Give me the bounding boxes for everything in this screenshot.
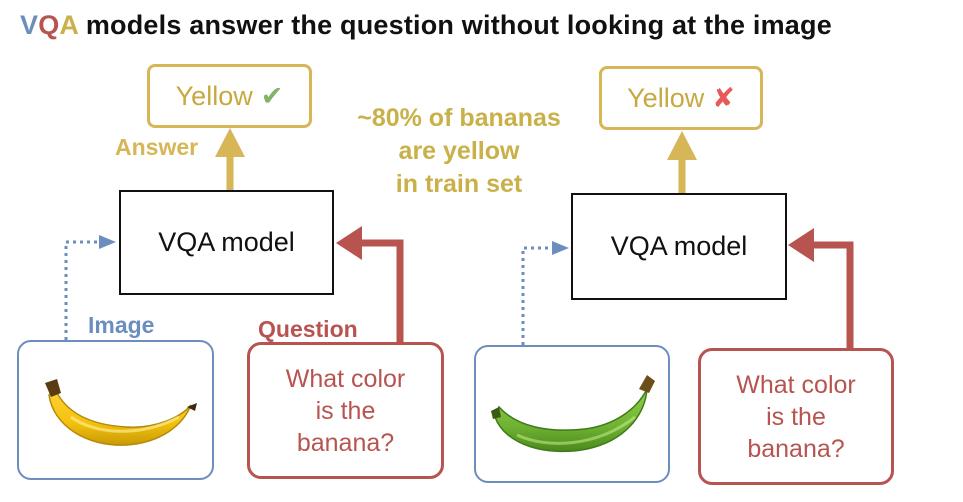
right-question-box: What color is the banana? (698, 348, 894, 485)
check-icon: ✔ (260, 80, 284, 111)
left-question-line-3: banana? (296, 428, 395, 457)
right-question-line-1: What color (736, 370, 856, 399)
cross-icon: ✘ (712, 82, 735, 113)
right-vqa-model-label: VQA model (610, 231, 748, 261)
right-vqa-model-box: VQA model (571, 193, 787, 300)
right-answer-box: Yellow✘ (599, 66, 763, 130)
right-question-line-3: banana? (747, 434, 845, 463)
left-question-arrow (358, 239, 404, 342)
note-line-3: in train set (395, 170, 523, 198)
train-set-note: ~80% of bananas are yellow in train set (330, 102, 588, 201)
left-question-line-1: What color (285, 364, 406, 393)
right-question-line-2: is the (766, 402, 826, 431)
image-label: Image (88, 312, 155, 338)
right-answer-arrowhead (667, 131, 697, 160)
left-answer-text: Yellow (175, 80, 253, 111)
note-line-2: are yellow (398, 137, 520, 165)
left-image-arrowhead (99, 235, 116, 249)
question-label: Question (258, 316, 358, 342)
right-question-arrowhead (788, 228, 814, 262)
right-question-arrow (810, 241, 854, 348)
right-answer-text: Yellow (627, 82, 705, 113)
left-image-arrow (64, 240, 100, 340)
right-image-arrow (521, 246, 554, 345)
left-question-box: What color is the banana? (247, 342, 444, 479)
right-image-arrowhead (552, 241, 569, 255)
left-answer-arrowhead (215, 128, 245, 157)
left-vqa-model-label: VQA model (158, 227, 295, 257)
figure-title: VQA models answer the question without l… (20, 10, 832, 40)
left-image-box (17, 340, 214, 480)
note-line-1: ~80% of bananas (357, 104, 561, 132)
left-question-line-2: is the (315, 396, 376, 425)
left-vqa-model-box: VQA model (119, 190, 334, 295)
answer-label: Answer (115, 134, 199, 160)
yellow-banana-icon (44, 379, 197, 446)
green-banana-icon (491, 375, 655, 453)
left-answer-box: Yellow✔ (147, 64, 312, 128)
right-image-box (474, 345, 670, 483)
left-question-arrowhead (336, 226, 362, 260)
